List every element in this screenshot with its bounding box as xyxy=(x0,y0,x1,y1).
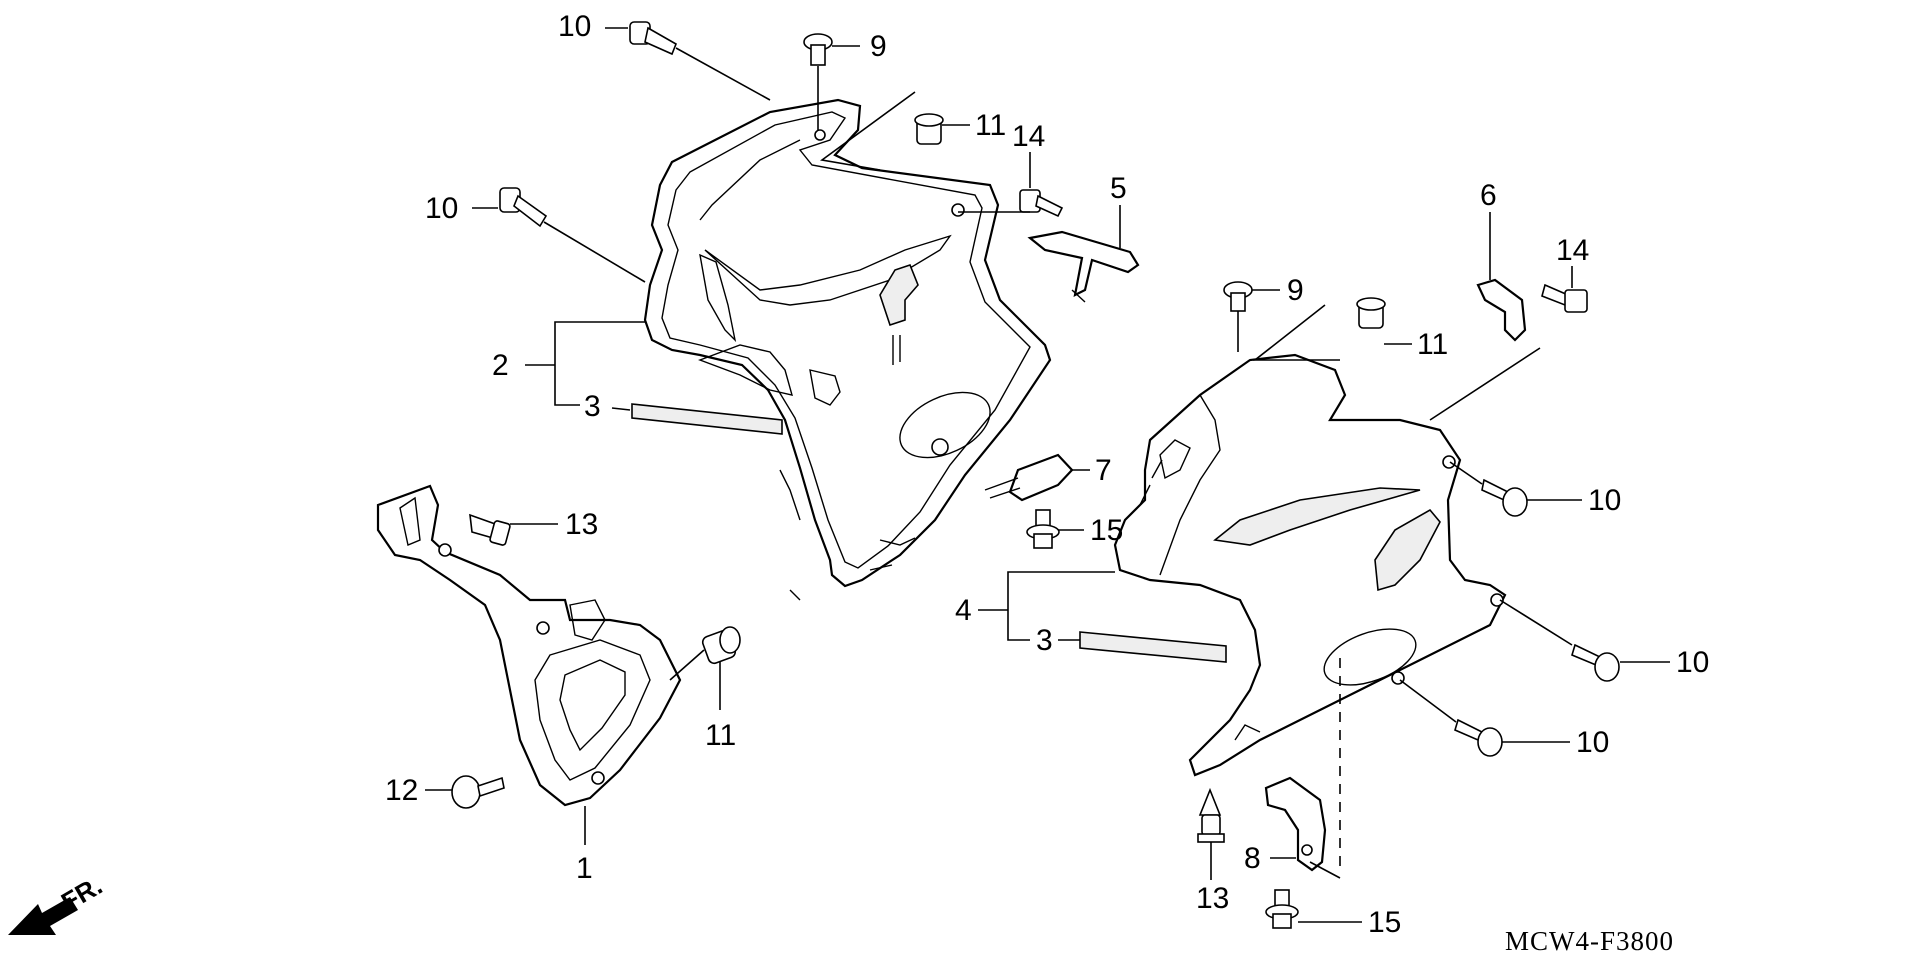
callout-10: 10 xyxy=(425,192,458,225)
callout-3: 3 xyxy=(1036,624,1053,657)
callout-9: 9 xyxy=(870,30,887,63)
callout-11: 11 xyxy=(705,719,736,752)
callout-10: 10 xyxy=(1588,484,1621,517)
bolt-10-right-mid xyxy=(1571,643,1620,682)
callout-13: 13 xyxy=(1196,882,1229,915)
inner-cowl-part-2 xyxy=(643,98,1052,601)
inner-panel-part-1 xyxy=(376,484,682,807)
stay-part-5 xyxy=(1027,230,1140,303)
callout-10: 10 xyxy=(1576,726,1609,759)
bolt-10-top-left xyxy=(629,21,678,56)
callout-7: 7 xyxy=(1095,454,1112,487)
callout-13: 13 xyxy=(565,508,598,541)
callout-15: 15 xyxy=(1090,514,1123,547)
callout-2: 2 xyxy=(492,349,509,382)
callout-10: 10 xyxy=(1676,646,1709,679)
front-arrow-icon xyxy=(8,897,78,935)
bolt-14-lower xyxy=(1541,283,1588,313)
callout-12: 12 xyxy=(385,774,418,807)
front-direction-indicator: FR. xyxy=(8,870,107,935)
callout-10: 10 xyxy=(558,10,591,43)
callout-3: 3 xyxy=(584,390,601,423)
bolt-15-lower xyxy=(1265,889,1299,929)
screw-9-lower xyxy=(1223,281,1253,312)
callout-9: 9 xyxy=(1287,274,1304,307)
stay-part-8 xyxy=(1264,776,1327,872)
stay-part-6 xyxy=(1476,278,1527,342)
nut-11-lower-right xyxy=(1356,297,1386,329)
leader-lines xyxy=(425,27,1670,923)
callout-8: 8 xyxy=(1244,842,1261,875)
screw-9-upper xyxy=(803,33,833,66)
nut-11-upper xyxy=(914,113,944,145)
clip-13-upper xyxy=(469,513,511,546)
bolt-10-mid-left xyxy=(499,187,548,228)
callout-15: 15 xyxy=(1368,906,1401,939)
callout-labels: 10 9 11 14 5 10 2 3 7 15 13 11 12 1 6 14… xyxy=(385,10,1709,939)
callout-6: 6 xyxy=(1480,179,1497,212)
trim-strip-part-3-lower xyxy=(1079,631,1227,663)
callout-11: 11 xyxy=(1417,328,1448,361)
nut-11-lower-left xyxy=(701,626,741,665)
callout-1: 1 xyxy=(576,852,593,885)
bolt-10-right-lower xyxy=(1454,718,1503,757)
trim-strip-part-3-upper xyxy=(631,403,783,435)
callout-11: 11 xyxy=(975,109,1006,142)
clip-13-lower xyxy=(1197,787,1225,843)
stay-part-7 xyxy=(984,453,1074,502)
diagram-code: MCW4-F3800 xyxy=(1505,926,1674,956)
callout-14: 14 xyxy=(1012,120,1045,153)
under-cowl-part-4 xyxy=(1113,353,1507,777)
bolt-15-upper xyxy=(1026,509,1060,549)
callout-4: 4 xyxy=(955,594,972,627)
bolt-14-upper xyxy=(1019,189,1064,218)
callout-5: 5 xyxy=(1110,172,1127,205)
bolt-12 xyxy=(451,775,505,809)
bolt-10-right-upper xyxy=(1481,478,1528,517)
callout-14: 14 xyxy=(1556,234,1589,267)
